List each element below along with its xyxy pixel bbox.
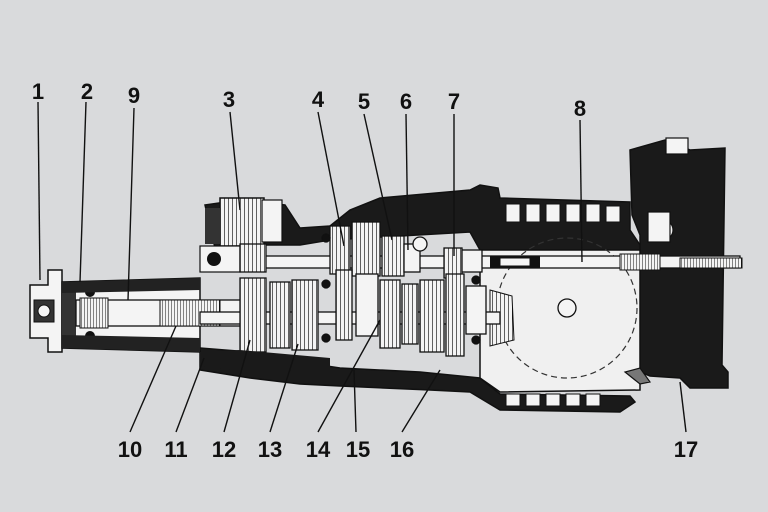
callout-7: 7 [448,89,460,114]
callout-labels: 1 2 3 4 5 6 7 8 9 10 11 12 13 14 15 16 1… [32,79,698,462]
leader-lines [37,101,687,433]
callout-9: 9 [128,83,140,108]
callout-12: 12 [212,437,236,462]
callout-14: 14 [306,437,331,462]
callout-15: 15 [346,437,370,462]
callout-4: 4 [312,87,325,112]
differential-crown-wheel [479,237,641,393]
top-drive-gear [199,197,283,273]
callout-3: 3 [223,87,235,112]
callout-10: 10 [118,437,142,462]
callout-8: 8 [574,96,586,121]
callout-1: 1 [32,79,44,104]
callout-2: 2 [81,79,93,104]
lower-casing-fill [200,350,330,372]
input-shaft-assembly [29,269,257,353]
casing-ribs-lower [505,393,601,407]
callout-11: 11 [164,437,187,462]
callout-13: 13 [258,437,282,462]
callout-6: 6 [400,89,412,114]
casing-ribs-upper [505,203,621,223]
callout-5: 5 [358,89,370,114]
callout-17: 17 [674,437,698,462]
callout-16: 16 [390,437,414,462]
rear-housing-details [623,137,689,385]
